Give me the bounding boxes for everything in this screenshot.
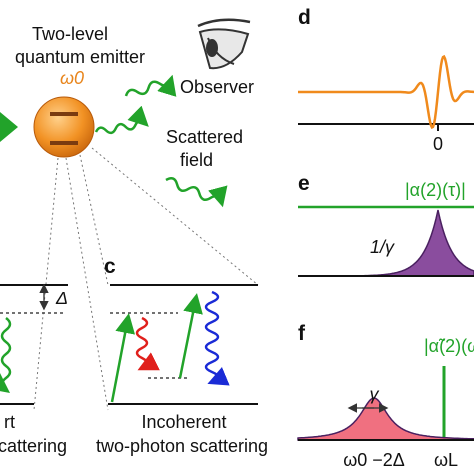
scattered-line2: field: [180, 150, 213, 170]
panel-d-tick-label: 0: [433, 134, 443, 154]
photon-wave-icon: [124, 74, 177, 97]
panel-c: c Incoherent two-photon scattering: [96, 255, 268, 456]
panel-f-trace-label: |α̃(2)(ω)|: [424, 336, 474, 356]
emitter-title-line1: Two-level: [32, 24, 108, 44]
panel-e: e |α(2)(τ)| 1/γ: [298, 172, 474, 277]
panel-left-caption-line1: rt: [4, 412, 15, 432]
emitter-sphere-icon: [33, 96, 95, 158]
emitter-scene: Two-level quantum emitter ω0 Observer Sc…: [0, 18, 254, 208]
panel-d-letter: d: [298, 6, 311, 29]
panel-f-width-label: γ: [370, 384, 380, 404]
panel-f-letter: f: [298, 322, 306, 345]
projection-lines: [33, 147, 259, 411]
panel-f-tick-right: ωL: [434, 450, 458, 470]
emitter-upper-level: [50, 112, 78, 116]
panel-f-tick-left: ω0 −2Δ: [343, 450, 405, 470]
photon-wave-icon: [165, 176, 228, 208]
photon-wave-icon: [94, 105, 149, 135]
eye-icon: [197, 18, 251, 70]
photon-wave-icon: [0, 317, 12, 394]
wavepacket-trace: [298, 54, 474, 130]
observer-label: Observer: [180, 77, 254, 97]
panel-e-trace-label: |α(2)(τ)|: [405, 180, 466, 200]
panel-e-width-label: 1/γ: [370, 237, 395, 257]
delta-label: Δ: [55, 288, 68, 308]
lorentz-peak: [297, 397, 474, 441]
panel-c-caption-line1: Incoherent: [141, 412, 226, 432]
photon-wave-icon: [135, 316, 160, 371]
panel-c-letter: c: [104, 255, 116, 278]
panel-f: f |α̃(2)(ω)| γ ω0 −2Δ ωL: [297, 322, 474, 470]
panel-left-caption-line2: cattering: [0, 436, 67, 456]
panel-d: d 0: [298, 6, 474, 154]
panel-e-letter: e: [298, 172, 310, 195]
emitter-title-line2: quantum emitter: [15, 47, 145, 67]
panel-c-caption-line2: two-photon scattering: [96, 436, 268, 456]
incoming-laser-arrow-icon: [0, 112, 18, 142]
emitter-frequency-label: ω0: [60, 68, 84, 88]
emitter-lower-level: [50, 141, 78, 145]
photon-wave-icon: [204, 290, 230, 386]
scattered-line1: Scattered: [166, 127, 243, 147]
panel-left: Δ rt cattering: [0, 283, 68, 456]
